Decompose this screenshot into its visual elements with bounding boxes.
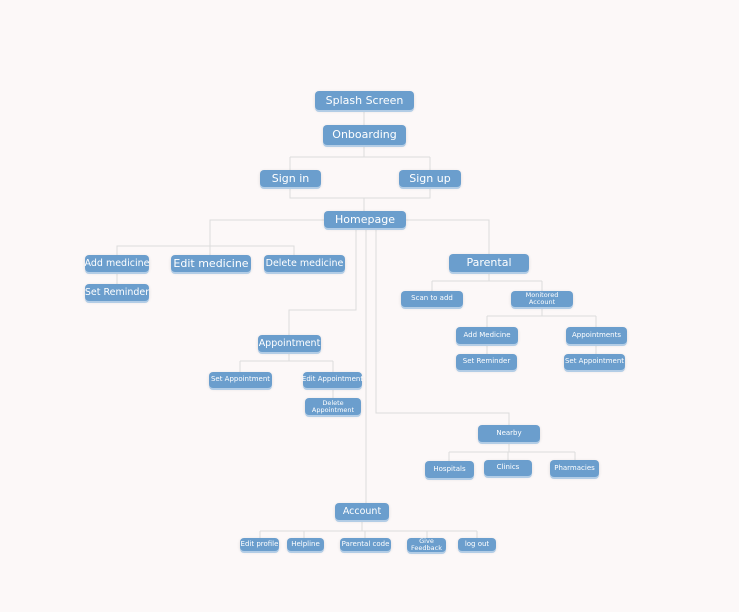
connector: [259, 520, 478, 538]
homepage-node[interactable]: Homepage: [324, 211, 406, 228]
node-label: Hospitals: [433, 464, 466, 473]
node-label: Appointment: [258, 337, 321, 349]
node-label: Set Appointment: [564, 357, 625, 366]
delete-medicine-node[interactable]: Delete medicine: [264, 255, 345, 272]
node-label: Sign in: [271, 171, 310, 185]
connector: [288, 228, 357, 335]
connector: [239, 352, 334, 372]
nearby-node[interactable]: Nearby: [478, 425, 540, 442]
node-label: Monitored Account: [525, 291, 559, 306]
node-label: Sign up: [409, 171, 451, 185]
edit-appointment-node[interactable]: Edit Appointment: [301, 372, 364, 388]
node-label: Onboarding: [332, 128, 397, 142]
pharmacies-node[interactable]: Pharmacies: [550, 460, 599, 477]
clinics-node[interactable]: Clinics: [484, 460, 532, 476]
connector: [486, 307, 597, 327]
node-label: Splash Screen: [325, 93, 404, 107]
connector: [431, 272, 543, 291]
node-label: Add medicine: [84, 257, 150, 269]
node-label: Clinics: [496, 463, 520, 472]
node-label: Homepage: [335, 212, 395, 226]
sign-up-node[interactable]: Sign up: [399, 170, 461, 187]
parental-node[interactable]: Parental: [449, 254, 529, 272]
parental-set-appointment-node[interactable]: Set Appointment: [564, 354, 625, 370]
node-label: Scan to add: [411, 294, 453, 303]
node-label: Helpline: [291, 539, 320, 548]
node-label: Appointments: [571, 330, 622, 339]
node-label: log out: [464, 539, 490, 548]
sign-in-node[interactable]: Sign in: [260, 170, 321, 187]
add-medicine-node[interactable]: Add medicine: [85, 255, 149, 272]
parental-appointments-node[interactable]: Appointments: [566, 327, 627, 344]
edit-profile-node[interactable]: Edit profile: [240, 538, 279, 551]
onboarding-node[interactable]: Onboarding: [323, 125, 406, 145]
connector: [116, 219, 325, 255]
hospitals-node[interactable]: Hospitals: [425, 461, 474, 478]
node-label: Edit profile: [240, 539, 279, 548]
node-label: Delete medicine: [265, 257, 344, 269]
parental-code-node[interactable]: Parental code: [340, 538, 391, 551]
parental-add-medicine-node[interactable]: Add Medicine: [456, 327, 518, 344]
node-label: Pharmacies: [554, 463, 595, 472]
connector: [448, 442, 576, 461]
set-appointment-node[interactable]: Set Appointment: [209, 372, 272, 388]
delete-appointment-node[interactable]: Delete Appointment: [305, 398, 361, 415]
node-label: Add Medicine: [463, 330, 511, 339]
connector: [289, 187, 431, 211]
node-label: Delete Appointment: [311, 398, 355, 414]
edit-medicine-node[interactable]: Edit medicine: [171, 255, 251, 272]
node-label: Set Reminder: [462, 357, 511, 366]
set-reminder-node[interactable]: Set Reminder: [85, 284, 149, 301]
give-feedback-node[interactable]: Give Feedback: [407, 538, 446, 552]
node-label: Set Appointment: [210, 375, 271, 384]
splash-screen-node[interactable]: Splash Screen: [315, 91, 414, 110]
connector: [405, 219, 490, 254]
helpline-node[interactable]: Helpline: [287, 538, 324, 551]
node-label: Parental: [466, 256, 512, 270]
appointment-node[interactable]: Appointment: [258, 335, 321, 352]
node-label: Edit medicine: [173, 256, 249, 270]
node-label: Account: [342, 505, 382, 517]
node-label: Nearby: [496, 428, 522, 437]
node-label: Edit Appointment: [301, 375, 364, 384]
account-node[interactable]: Account: [335, 503, 389, 520]
log-out-node[interactable]: log out: [458, 538, 496, 551]
connector: [375, 228, 510, 425]
node-label: Give Feedback: [411, 537, 442, 552]
connector: [289, 145, 431, 170]
parental-set-reminder-node[interactable]: Set Reminder: [456, 354, 517, 370]
scan-to-add-node[interactable]: Scan to add: [401, 291, 463, 307]
connector: [486, 344, 597, 354]
node-label: Set Reminder: [84, 286, 150, 298]
monitored-account-node[interactable]: Monitored Account: [511, 291, 573, 307]
node-label: Parental code: [341, 539, 390, 548]
